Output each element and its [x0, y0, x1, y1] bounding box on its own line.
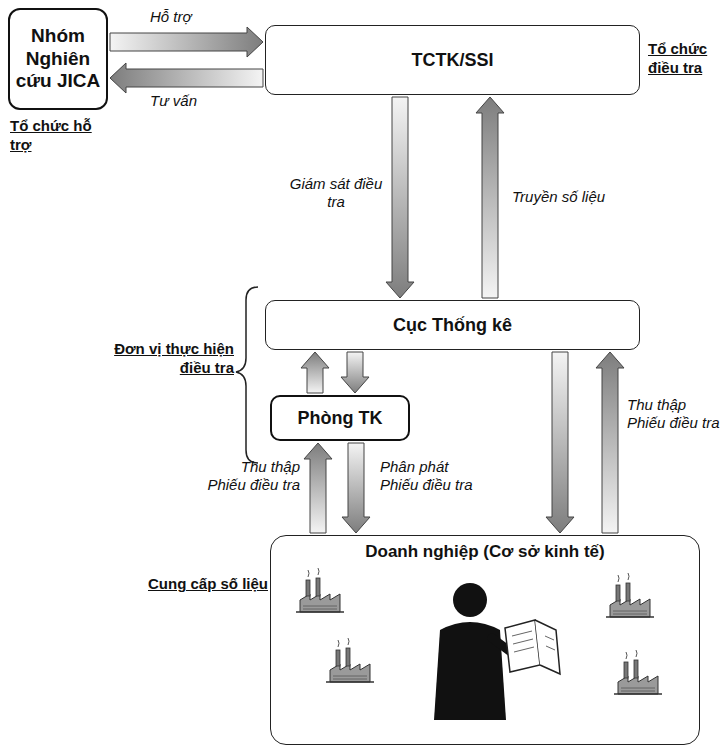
block-arrow	[110, 27, 263, 57]
book-lines	[512, 631, 555, 652]
edge-label: Tư vấn	[150, 92, 240, 110]
factory-icon	[614, 650, 662, 694]
node-text: Cục Thống kê	[393, 315, 512, 336]
group-label: Tổ chức hỗ trợ	[10, 117, 110, 155]
node-text: TCTK/SSI	[411, 50, 493, 71]
book	[505, 620, 540, 672]
block-arrow	[546, 352, 574, 533]
support-org-box: Nhóm Nghiên cứu JICA	[8, 8, 108, 110]
block-arrow	[476, 97, 504, 298]
factory-icon	[606, 573, 654, 617]
factory-icon	[296, 568, 344, 612]
edge-label: Truyền số liệu	[512, 188, 632, 206]
edge-label: Phân phát Phiếu điều tra	[380, 458, 484, 494]
bracket	[236, 287, 258, 463]
block-arrow	[341, 352, 369, 393]
block-arrow	[304, 443, 332, 533]
node-text: Doanh nghiệp (Cơ sở kinh tế)	[365, 542, 605, 562]
process-box: Phòng TK	[270, 395, 410, 441]
block-arrow	[342, 443, 370, 533]
edge-label: Giám sát điều tra	[288, 175, 384, 211]
block-arrow	[386, 97, 414, 298]
node-text: Phòng TK	[298, 408, 383, 429]
survey-org-box: TCTK/SSI	[265, 25, 640, 95]
group-label: Tổ chức điều tra	[648, 40, 724, 78]
block-arrow	[301, 352, 329, 393]
group-label: Cung cấp số liệu	[110, 575, 268, 594]
block-arrow	[596, 352, 624, 533]
block-arrow	[110, 63, 263, 93]
person-head	[453, 583, 487, 617]
enterprise-box: Doanh nghiệp (Cơ sở kinh tế)	[270, 535, 700, 745]
edge-label: Thu thập Phiếu điều tra	[200, 458, 300, 494]
factory-icon	[326, 638, 374, 682]
node-text: Nhóm Nghiên cứu JICA	[14, 25, 102, 93]
group-label: Đơn vị thực hiện điều tra	[112, 340, 234, 378]
edge-label: Hỗ trợ	[150, 8, 240, 26]
edge-label: Thu thập Phiếu điều tra	[627, 396, 724, 432]
process-box: Cục Thống kê	[265, 300, 640, 350]
enterprise-illustration	[296, 568, 662, 720]
